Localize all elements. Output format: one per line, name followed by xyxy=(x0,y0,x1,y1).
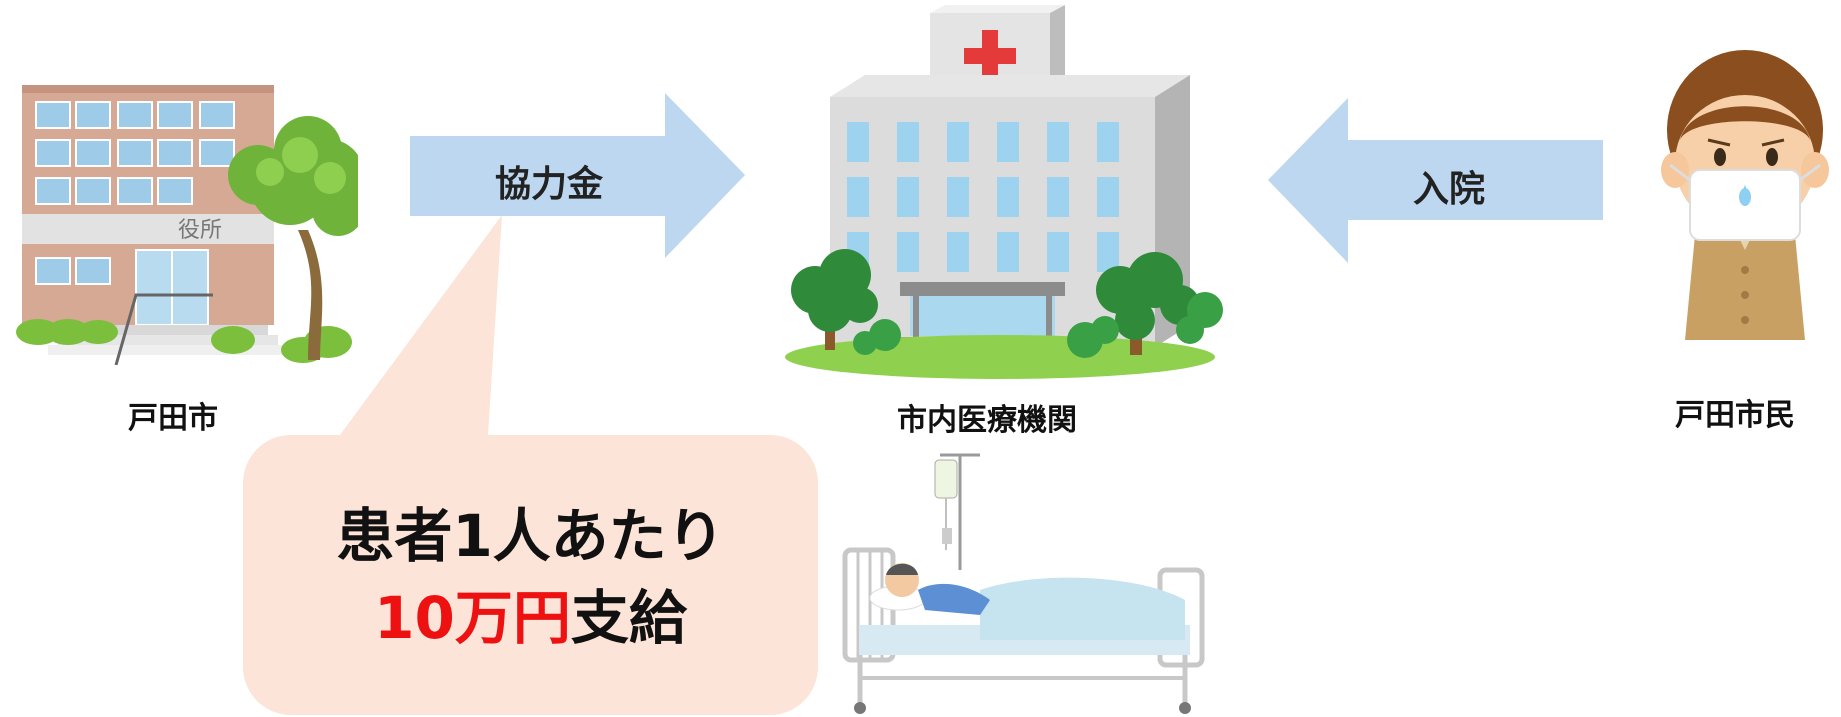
payment-arrow xyxy=(410,93,750,258)
admission-arrow-label: 入院 xyxy=(1413,169,1486,210)
callout-line2: 10万円支給 xyxy=(243,577,818,659)
sick-person-with-mask-icon xyxy=(1650,45,1840,345)
patient-in-hospital-bed-icon xyxy=(840,450,1220,717)
citizen-label: 戸田市民 xyxy=(1675,398,1795,433)
callout-bubble xyxy=(240,215,820,717)
admission-arrow xyxy=(1268,98,1608,263)
city-hall-building-icon: 役所 xyxy=(8,80,358,365)
office-sign: 役所 xyxy=(178,218,222,243)
hospital-label: 市内医療機関 xyxy=(897,403,1077,438)
callout-text: 患者1人あたり 10万円支給 xyxy=(243,495,818,659)
payment-arrow-label: 協力金 xyxy=(495,164,604,205)
city-office-label: 戸田市 xyxy=(128,401,218,436)
hospital-building-icon xyxy=(785,5,1225,390)
callout-suffix: 支給 xyxy=(570,584,687,652)
callout-line1: 患者1人あたり xyxy=(336,502,725,570)
callout-amount: 10万円 xyxy=(374,584,571,652)
